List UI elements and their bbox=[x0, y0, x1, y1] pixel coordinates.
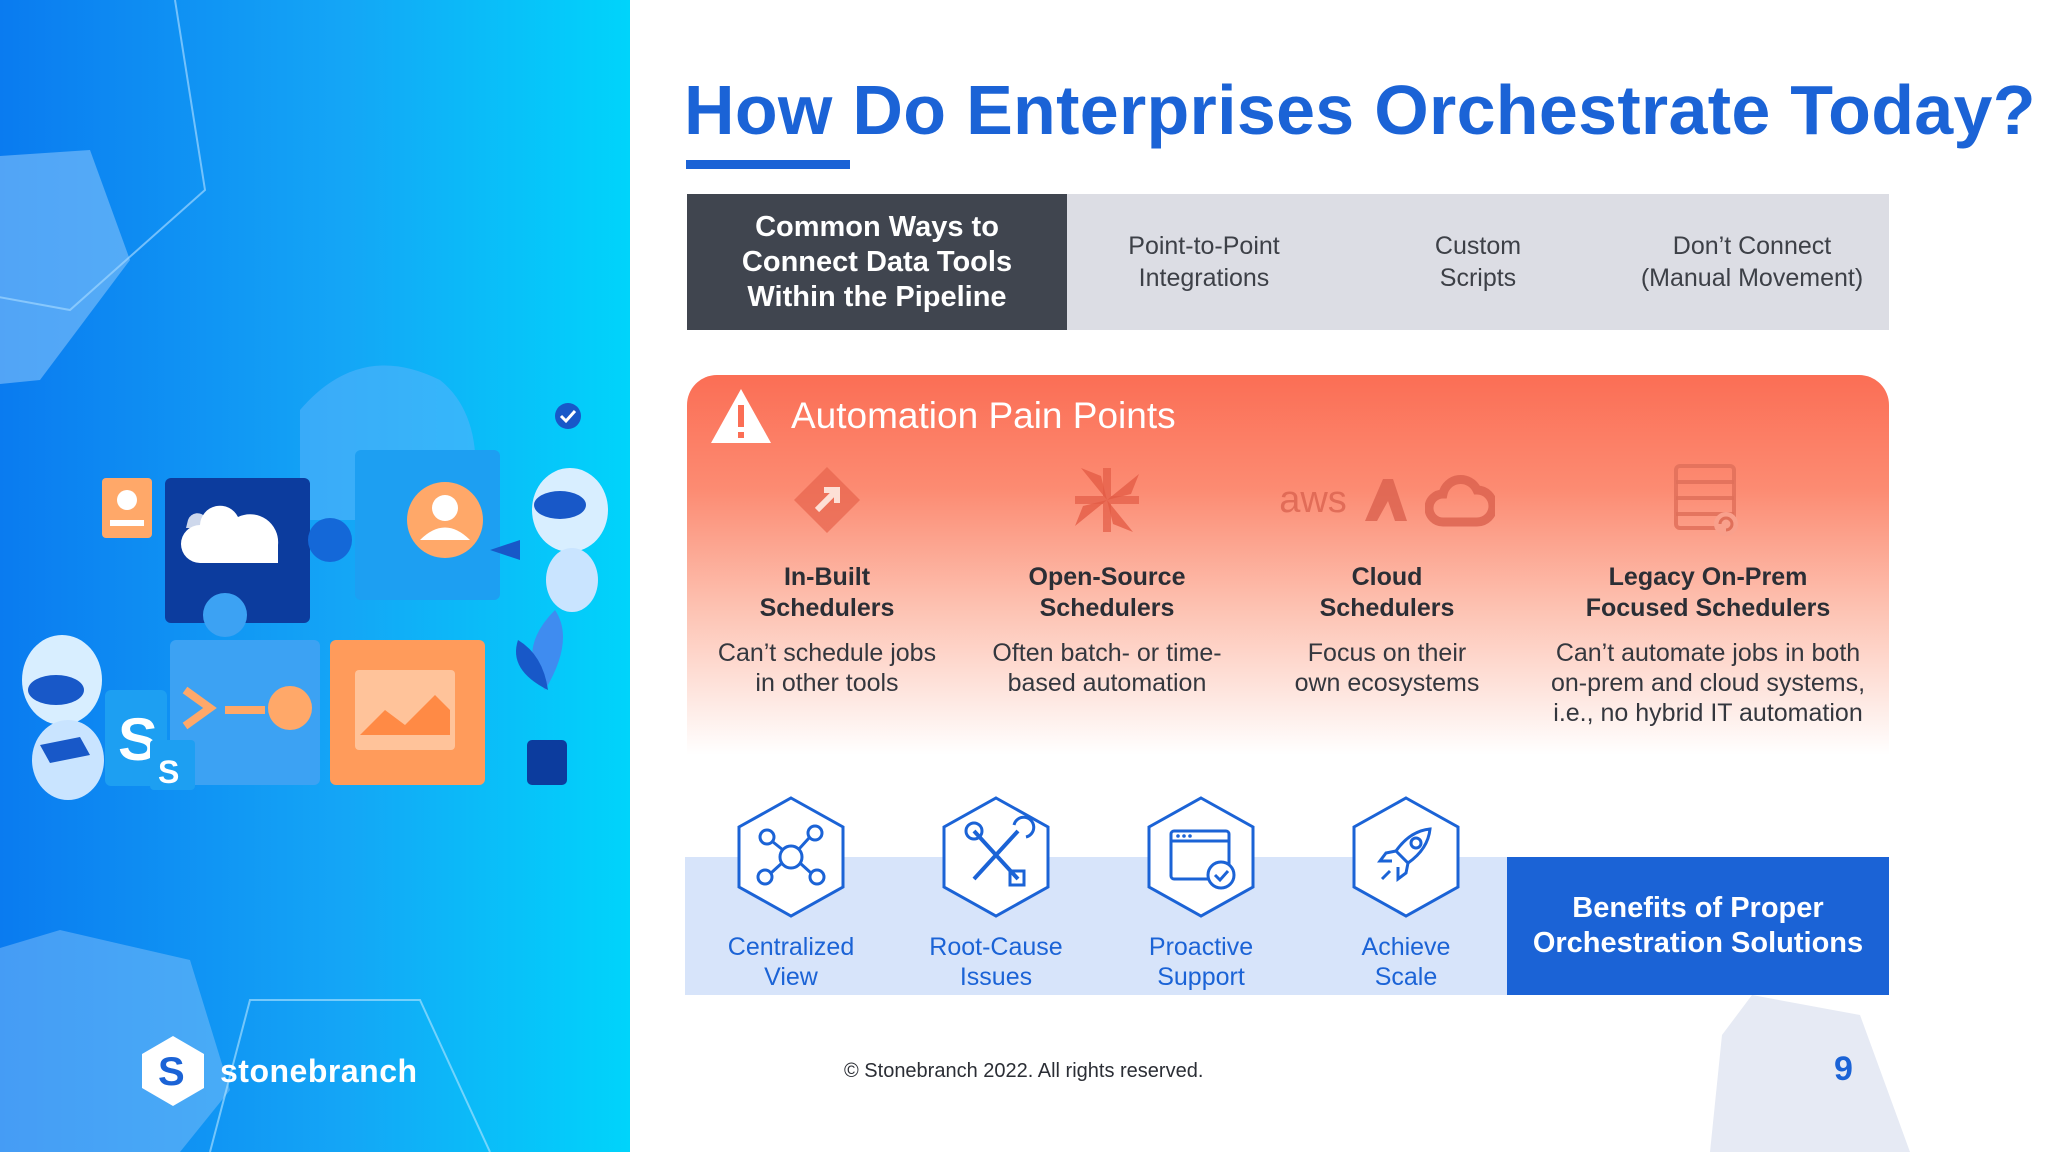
benefit-label: Root-Cause Issues bbox=[929, 933, 1063, 991]
stonebranch-mark-icon: S bbox=[142, 1036, 204, 1106]
method-custom-scripts: Custom Scripts bbox=[1434, 232, 1522, 292]
pain-item-desc: Can’t automate jobs in both on-prem and … bbox=[1550, 639, 1866, 727]
server-icon bbox=[1674, 464, 1738, 536]
benefit-item: Achieve Scale bbox=[1316, 795, 1496, 992]
connection-methods-row: Common Ways to Connect Data Tools Within… bbox=[687, 194, 1889, 330]
pain-points-title: Automation Pain Points bbox=[791, 395, 1176, 436]
pain-item-name: Cloud Schedulers bbox=[1319, 563, 1455, 622]
benefits-heading: Benefits of Proper Orchestration Solutio… bbox=[1507, 857, 1889, 995]
benefit-label: Proactive Support bbox=[1148, 933, 1254, 991]
puzzle-illustration: S S bbox=[0, 0, 608, 1152]
logo-wordmark: stonebranch bbox=[220, 1052, 418, 1089]
page-number: 9 bbox=[1834, 1050, 1853, 1088]
benefit-label: Centralized View bbox=[727, 933, 855, 991]
network-hub-icon bbox=[737, 796, 845, 918]
svg-text:S: S bbox=[158, 1050, 185, 1094]
pain-item: Open-Source Schedulers Often batch- or t… bbox=[967, 460, 1247, 698]
connection-methods-heading: Common Ways to Connect Data Tools Within… bbox=[687, 194, 1067, 330]
diamond-arrow-icon bbox=[794, 467, 860, 533]
pain-item-name: Legacy On-Prem Focused Schedulers bbox=[1585, 563, 1831, 622]
pain-item-desc: Can’t schedule jobs in other tools bbox=[717, 639, 937, 697]
tools-icon bbox=[942, 796, 1050, 918]
warning-icon bbox=[711, 389, 771, 443]
pain-item: In-Built Schedulers Can’t schedule jobs … bbox=[687, 460, 967, 698]
azure-icon bbox=[1364, 479, 1407, 521]
pain-points-header: Automation Pain Points bbox=[709, 387, 1176, 445]
aws-logo: aws bbox=[1279, 478, 1347, 521]
benefit-label: Achieve Scale bbox=[1361, 933, 1451, 991]
browser-check-icon bbox=[1147, 796, 1255, 918]
benefit-item: Centralized View bbox=[701, 795, 881, 992]
corner-shape bbox=[1710, 995, 1910, 1152]
pain-item: Legacy On-Prem Focused Schedulers Can’t … bbox=[1527, 460, 1889, 728]
benefit-item: Proactive Support bbox=[1111, 795, 1291, 992]
pain-item-desc: Often batch- or time- based automation bbox=[992, 639, 1222, 697]
method-point-to-point: Point-to-Point Integrations bbox=[1128, 232, 1280, 292]
pain-item-name: In-Built Schedulers bbox=[759, 563, 895, 622]
copyright-text: © Stonebranch 2022. All rights reserved. bbox=[844, 1060, 1204, 1082]
gcp-cloud-icon bbox=[1424, 475, 1495, 527]
rocket-icon bbox=[1352, 796, 1460, 918]
svg-text:S: S bbox=[158, 754, 179, 790]
method-manual: Don’t Connect (Manual Movement) bbox=[1640, 232, 1864, 292]
stonebranch-logo: S stonebranch bbox=[140, 1034, 418, 1108]
pain-item: aws Cloud Schedulers Focus on their own … bbox=[1247, 460, 1527, 698]
pain-item-name: Open-Source Schedulers bbox=[1028, 563, 1186, 622]
title-underline bbox=[686, 160, 850, 169]
pain-item-desc: Focus on their own ecosystems bbox=[1294, 639, 1480, 697]
pinwheel-icon bbox=[1075, 468, 1139, 532]
cloud-providers-icon: aws bbox=[1247, 460, 1527, 540]
slide-content: How Do Enterprises Orchestrate Today? Co… bbox=[630, 0, 2048, 1152]
page-title: How Do Enterprises Orchestrate Today? bbox=[684, 71, 2036, 149]
benefit-item: Root-Cause Issues bbox=[906, 795, 1086, 992]
benefits-band: Centralized View Root-Cause Issues Proac… bbox=[685, 796, 1889, 995]
hero-panel: S S S stonebranch bbox=[0, 0, 630, 1152]
pain-points-panel: Automation Pain Points In-Built Schedule… bbox=[687, 375, 1889, 755]
